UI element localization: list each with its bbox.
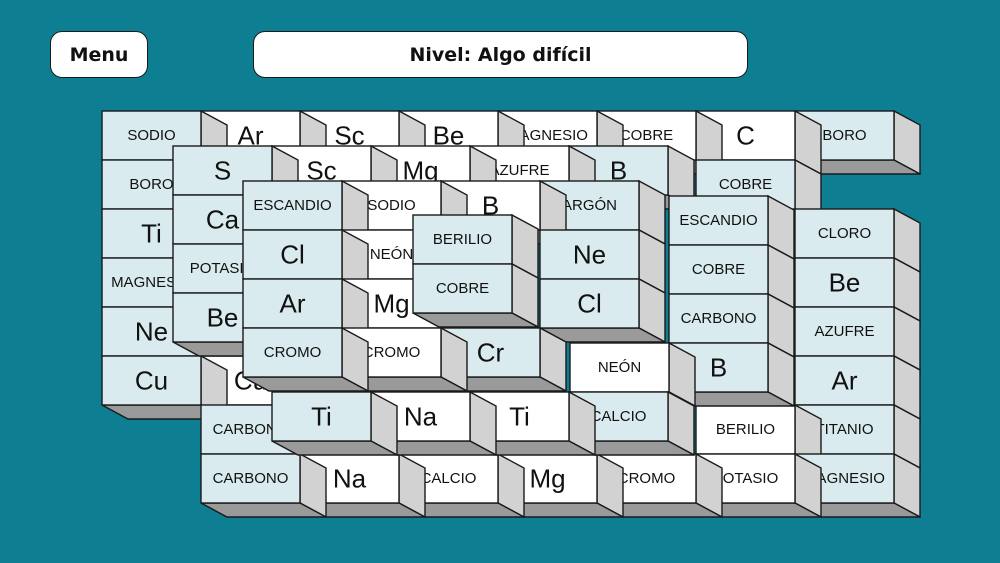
tile-face: [794, 355, 895, 406]
tile-label: POTASIO: [713, 470, 779, 487]
tile-face: [412, 263, 513, 314]
tile-label: Ne: [135, 317, 168, 347]
tile-label: Cl: [577, 289, 602, 319]
tile-label: CLORO: [818, 225, 871, 242]
tile-label: ESCANDIO: [679, 212, 757, 229]
tile-face: [271, 391, 372, 442]
tile-label: Cl: [280, 240, 305, 270]
tile-face: [794, 208, 895, 259]
tile-label: Mg: [529, 464, 565, 494]
tile-label: POTASIO: [190, 260, 256, 277]
tile-label: C: [736, 121, 755, 151]
tile-label: Ti: [141, 219, 162, 249]
tile-label: BORO: [822, 127, 866, 144]
tile-label: NEÓN: [370, 246, 413, 263]
tile[interactable]: CROMO: [242, 326, 369, 393]
tile-label: Ne: [573, 240, 606, 270]
tile-label: Ca: [206, 205, 240, 235]
tile-label: Ti: [509, 402, 530, 432]
tile-label: SODIO: [127, 127, 175, 144]
tile[interactable]: Cl: [539, 277, 666, 344]
tile-label: Be: [829, 268, 861, 298]
tile-label: BERILIO: [716, 421, 775, 438]
tile-label: Mg: [373, 289, 409, 319]
tile-label: AZUFRE: [815, 323, 875, 340]
tile-label: Cu: [135, 366, 168, 396]
tile-label: Ar: [832, 366, 858, 396]
tile-face: [668, 244, 769, 295]
tile-label: B: [710, 353, 727, 383]
tile[interactable]: Cu: [101, 354, 228, 421]
tile-face: [668, 195, 769, 246]
tile[interactable]: CARBONO: [200, 452, 327, 519]
tile-face: [668, 293, 769, 344]
tile-label: CARBONO: [213, 470, 289, 487]
tile-face: [695, 404, 796, 455]
tile-label: BERILIO: [433, 231, 492, 248]
tile-label: ESCANDIO: [253, 197, 331, 214]
tile-label: CALCIO: [421, 470, 477, 487]
tile-label: B: [482, 191, 499, 221]
tile-face: [200, 453, 301, 504]
tile-label: S: [214, 156, 231, 186]
tile-label: CROMO: [618, 470, 676, 487]
tile-face: [539, 278, 640, 329]
tile-label: ARGÓN: [562, 197, 617, 214]
tile-label: MAGNESIO: [111, 274, 192, 291]
tile-face: [101, 355, 202, 406]
tile[interactable]: Ne: [539, 228, 666, 295]
tile-label: Ar: [280, 289, 306, 319]
tile-label: COBRE: [692, 261, 745, 278]
tile-face: [569, 342, 670, 393]
tile-label: NEÓN: [598, 359, 641, 376]
tile[interactable]: COBRE: [412, 262, 539, 329]
tile-label: MAGNESIO: [507, 127, 588, 144]
tile-label: COBRE: [719, 176, 772, 193]
tile-label: Na: [333, 464, 367, 494]
tile-label: BORO: [129, 176, 173, 193]
tile[interactable]: Ti: [271, 390, 398, 457]
tile-label: CROMO: [363, 344, 421, 361]
tile-label: AZUFRE: [490, 162, 550, 179]
tile-label: MAGNESIO: [804, 470, 885, 487]
tile-label: CARBONO: [681, 310, 757, 327]
tile-label: CALCIO: [591, 408, 647, 425]
tile-label: CROMO: [264, 344, 322, 361]
tile-face: [242, 327, 343, 378]
tile-label: Be: [207, 303, 239, 333]
tile-face: [242, 278, 343, 329]
tile-label: COBRE: [620, 127, 673, 144]
tile-face: [412, 214, 513, 265]
tile[interactable]: CROMO: [596, 452, 723, 519]
tile-label: Na: [404, 402, 438, 432]
tile-label: CARBONO: [213, 421, 289, 438]
tile-label: B: [610, 156, 627, 186]
menu-button[interactable]: Menu: [50, 31, 148, 78]
tile-face: [539, 229, 640, 280]
tile-label: COBRE: [436, 280, 489, 297]
level-title: Nivel: Algo difícil: [253, 31, 748, 78]
tile-label: Ti: [311, 402, 332, 432]
tile-label: SODIO: [367, 197, 415, 214]
tile-label: TITANIO: [815, 421, 873, 438]
tile-face: [242, 229, 343, 280]
tile-label: Cr: [477, 338, 505, 368]
